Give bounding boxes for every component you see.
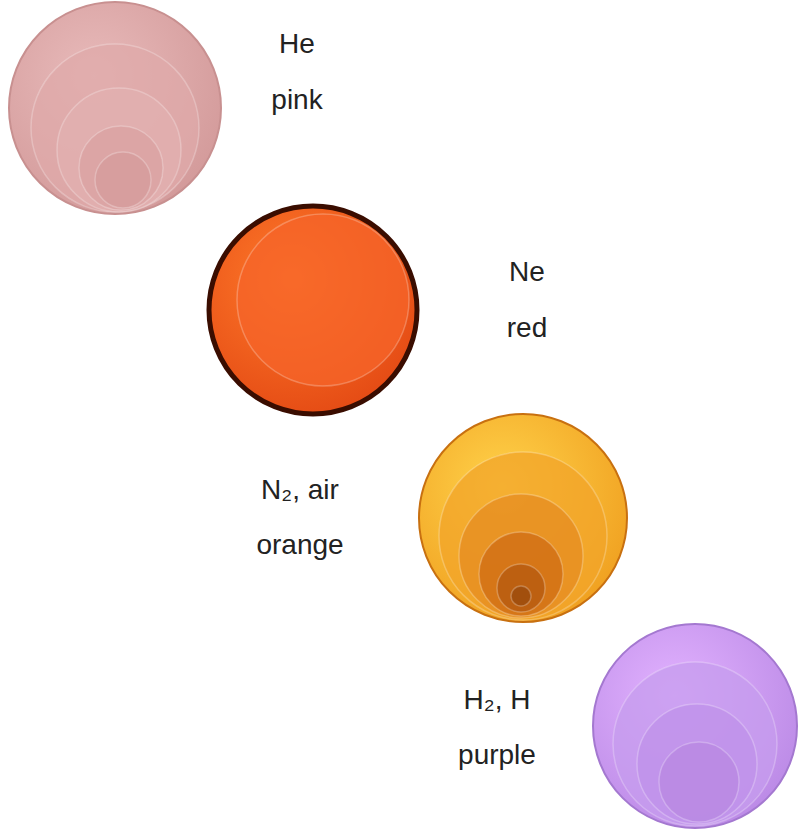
gas-discharge-node: H₂, H purple	[440, 620, 810, 835]
discharge-disc	[593, 624, 797, 828]
glow-colour: orange	[256, 529, 343, 561]
discharge-disc	[209, 206, 417, 414]
gas-discharge-node: N₂, airorange	[260, 410, 640, 632]
discharge-disc	[9, 2, 221, 214]
glow-colour: pink	[271, 84, 322, 116]
gas-name: He	[279, 28, 315, 60]
glow-ring	[497, 564, 545, 612]
glow-ring	[237, 214, 409, 386]
glow-ring	[57, 88, 181, 212]
glow-ring	[439, 452, 607, 620]
gas-discharge-node: He pink	[0, 0, 360, 222]
glow-ring	[31, 44, 199, 212]
glow-ring	[95, 152, 151, 208]
glow-ring	[613, 662, 777, 826]
glow-ring	[637, 704, 757, 824]
glow-colour: purple	[458, 739, 536, 771]
glow-ring	[659, 742, 739, 822]
gas-name: N₂, air	[261, 474, 339, 506]
discharge-circle	[200, 200, 600, 422]
gas-name: H₂, H	[464, 684, 531, 716]
discharge-disc	[419, 414, 627, 622]
glow-ring	[511, 586, 531, 606]
gas-name: Ne	[509, 256, 545, 288]
discharge-circle	[260, 410, 640, 632]
glow-ring	[79, 126, 163, 210]
discharge-circle	[440, 620, 810, 835]
glow-colour: red	[507, 312, 547, 344]
gas-discharge-node: Ne red	[200, 200, 600, 422]
glow-ring	[479, 532, 563, 616]
glow-ring	[459, 494, 583, 618]
